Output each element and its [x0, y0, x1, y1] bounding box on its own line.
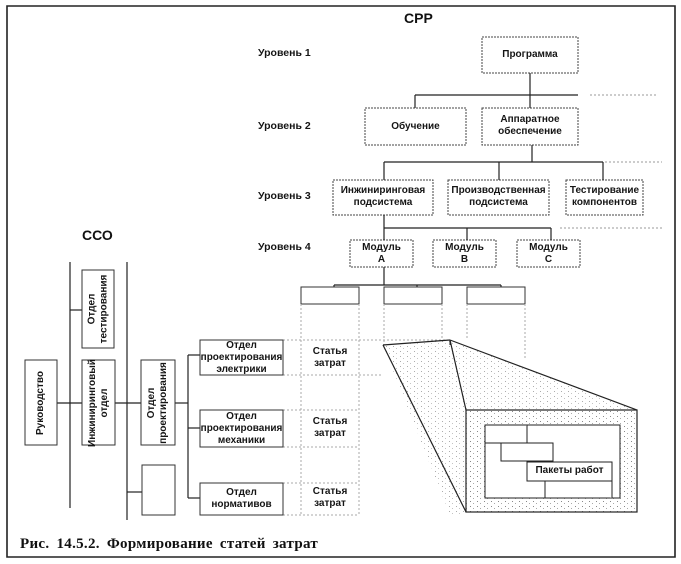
level-2-label: Уровень 2: [258, 120, 311, 132]
cost-account-label: Статья затрат: [312, 416, 348, 439]
box-standards-dept: [199, 482, 284, 516]
box-engineering-subsystem: [332, 179, 434, 216]
program-label: Программа: [502, 49, 558, 60]
box-component-testing: [565, 179, 644, 216]
module-c-label: Модуль C: [529, 242, 568, 265]
hardware-label: Аппаратное обеспечение: [498, 114, 562, 137]
wbs-title: СРР: [404, 10, 433, 26]
component-testing-label: Тестирование компонентов: [569, 185, 640, 208]
box-engineering-dept: [81, 359, 116, 446]
box-module-b: [432, 239, 497, 268]
level-3-label: Уровень 3: [258, 190, 311, 202]
cost-account-label: Статья затрат: [312, 346, 348, 369]
obs-vertical-rails: [69, 262, 189, 520]
electrical-design-label: Отдел проектирования электрики: [200, 340, 283, 375]
box-module-a: [349, 239, 414, 268]
management-label: Руководство: [35, 370, 47, 435]
box-training: [364, 107, 467, 146]
obs-boxes: [24, 269, 284, 516]
matrix-grid: [283, 304, 526, 516]
work-package-boxes: [300, 286, 526, 305]
wbs-connectors: [333, 73, 604, 287]
obs-connectors: [57, 309, 200, 499]
level-1-label: Уровень 1: [258, 47, 311, 59]
work-package-gantt-bars: [485, 425, 613, 498]
box-design-dept: [140, 359, 176, 446]
engineering-subsystem-label: Инжиниринговая подсистема: [340, 185, 426, 208]
box-mechanical-design: [199, 409, 284, 448]
box-production-subsystem: [447, 179, 550, 216]
training-label: Обучение: [391, 121, 440, 132]
work-packages-label: Пакеты работ: [535, 465, 604, 476]
box-module-c: [516, 239, 581, 268]
standards-dept-label: Отдел нормативов: [211, 487, 272, 510]
box-empty-dept: [141, 464, 176, 516]
mechanical-design-label: Отдел проектирования механики: [200, 411, 283, 446]
box-management: [24, 359, 58, 446]
box-electrical-design: [199, 339, 284, 376]
box-hardware: [481, 107, 579, 146]
module-b-label: Модуль B: [445, 242, 484, 265]
wbs-boxes: [332, 36, 644, 268]
production-subsystem-label: Производственная подсистема: [451, 185, 546, 208]
level-4-label: Уровень 4: [258, 241, 311, 253]
obs-title: ССО: [82, 227, 113, 243]
figure-caption: Рис. 14.5.2. Формирование статей затрат: [20, 536, 319, 552]
figure-frame-bottom: [6, 210, 676, 558]
wbs-dotted-extensions: [560, 94, 662, 229]
cost-account-label: Статья затрат: [312, 486, 348, 509]
zoom-projection: [382, 339, 638, 515]
box-program: [481, 36, 579, 74]
figure-frame: [6, 5, 676, 522]
box-testing-dept: [81, 269, 115, 349]
module-a-label: Модуль A: [362, 242, 401, 265]
